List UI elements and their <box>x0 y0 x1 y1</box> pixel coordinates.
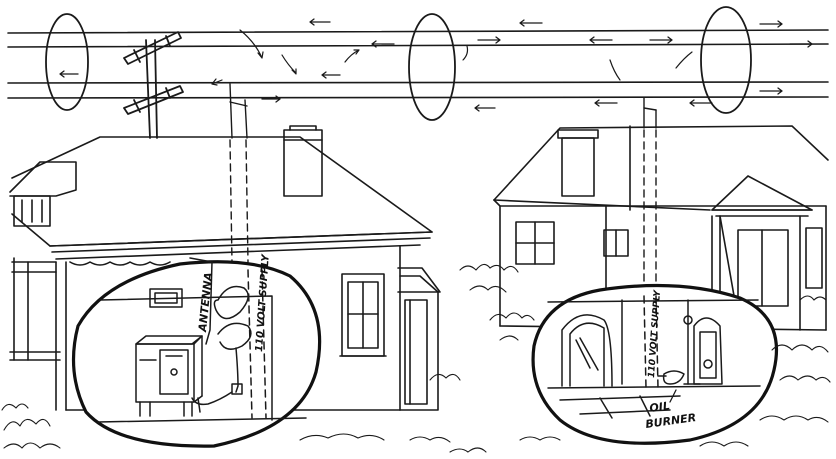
utility-pole <box>124 32 183 138</box>
power-line-2 <box>8 44 828 47</box>
left-service-drop <box>230 84 248 262</box>
power-line-4 <box>8 97 828 98</box>
field-loop-middle <box>409 14 455 120</box>
right-cutaway: 110 VOLT SUPPLY OIL BURNER <box>533 286 776 444</box>
power-line-3 <box>8 82 828 83</box>
left-cutaway: ANTENNA 110 VOLT SUPPLY <box>74 252 320 446</box>
field-loops <box>46 7 751 120</box>
field-loop-left <box>46 14 88 110</box>
